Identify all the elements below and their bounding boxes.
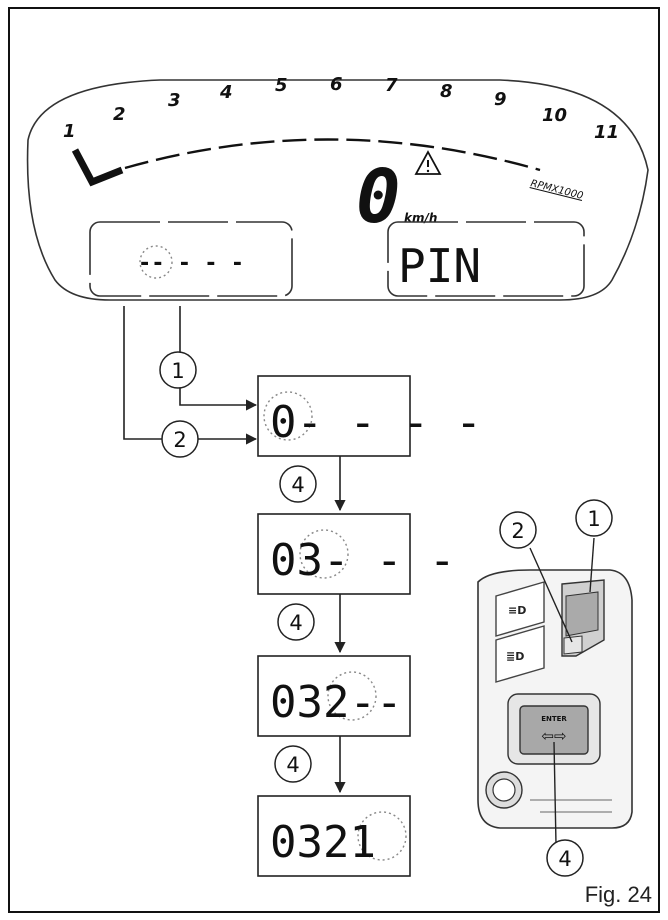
enter-button-label: ENTER <box>541 715 567 723</box>
step-display-text: 0321 <box>270 817 376 868</box>
rpm-number: 9 <box>494 89 507 110</box>
rpm-scale: 1 2 3 4 5 6 7 8 9 10 11 <box>63 74 619 143</box>
callout-label: 4 <box>286 753 299 777</box>
arrows-icon: ⇦⇨ <box>541 727 566 745</box>
callout-circle: 1 <box>159 351 197 389</box>
step-display-1: 0- - - - <box>257 375 482 457</box>
right-display <box>387 221 585 297</box>
callout-circle: 2 <box>161 420 199 458</box>
leader-line <box>529 547 573 643</box>
blink-indicator <box>327 671 377 721</box>
horn-icon <box>492 778 516 802</box>
step-display-3: 032-- <box>257 655 411 737</box>
step-display-text: 0- - - - <box>270 397 482 448</box>
flow-connectors <box>123 306 346 794</box>
high-beam-icon: ≣D <box>506 650 524 663</box>
callout-circle: 4 <box>274 745 312 783</box>
figure-caption: Fig. 24 <box>585 882 652 907</box>
blink-indicator <box>357 811 407 861</box>
leader-line <box>589 537 595 593</box>
blink-indicator <box>139 245 173 279</box>
step-display-4: 0321 <box>257 795 411 877</box>
headlight-icon: ≡D <box>508 604 526 617</box>
toggle-lower <box>563 635 583 655</box>
callout-label: 2 <box>511 519 524 543</box>
step-display-text: 032-- <box>270 677 402 728</box>
callout-label: 4 <box>289 611 302 635</box>
callout-label: 1 <box>171 359 184 383</box>
callout-label: 2 <box>173 428 186 452</box>
right-display-text: PIN <box>398 239 481 293</box>
high-beam-button <box>495 625 545 683</box>
rpm-number: 10 <box>542 105 567 126</box>
rpm-number: 2 <box>113 104 126 125</box>
instrument-cluster: 1 2 3 4 5 6 7 8 9 10 11 RPMX1000 0 km/h … <box>26 74 649 301</box>
rpm-number: 3 <box>168 90 181 111</box>
toggle-upper <box>565 591 599 637</box>
callout-circle: 4 <box>277 603 315 641</box>
step-display-text: 03- - - <box>270 535 455 586</box>
rpm-number: 11 <box>594 122 619 143</box>
blink-indicator <box>299 529 349 579</box>
callout-circle: 4 <box>546 839 584 877</box>
callout-circle: 4 <box>279 465 317 503</box>
speed-digit: 0 <box>356 154 401 240</box>
connector-1 <box>179 306 258 411</box>
rpm-number: 6 <box>330 74 343 95</box>
left-display <box>89 221 293 297</box>
cluster-outline <box>26 79 649 301</box>
rpm-number: 1 <box>63 121 76 142</box>
blink-indicator <box>263 391 313 441</box>
left-display-text: -- - - - <box>138 251 244 276</box>
rpm-number: 4 <box>219 82 233 103</box>
switch-panel: ≡D ≣D ENTER ⇦⇨ <box>477 569 633 829</box>
headlight-button <box>495 581 545 637</box>
rpm-bar-dashed <box>124 138 541 172</box>
rpm-bar-lit <box>71 148 124 187</box>
warning-triangle-icon <box>414 150 442 175</box>
figure-frame <box>8 7 660 913</box>
rpm-number: 8 <box>440 81 453 102</box>
speed-unit-label: km/h <box>404 211 437 225</box>
connector-2 <box>123 306 258 445</box>
callout-circle: 1 <box>575 499 613 537</box>
rpm-number: 7 <box>385 75 398 96</box>
callout-circle: 2 <box>499 511 537 549</box>
callout-label: 4 <box>291 473 304 497</box>
leader-line <box>553 741 557 845</box>
callout-label: 1 <box>587 507 600 531</box>
step-display-2: 03- - - <box>257 513 455 595</box>
callout-label: 4 <box>558 847 571 871</box>
rpm-number: 5 <box>275 75 288 96</box>
